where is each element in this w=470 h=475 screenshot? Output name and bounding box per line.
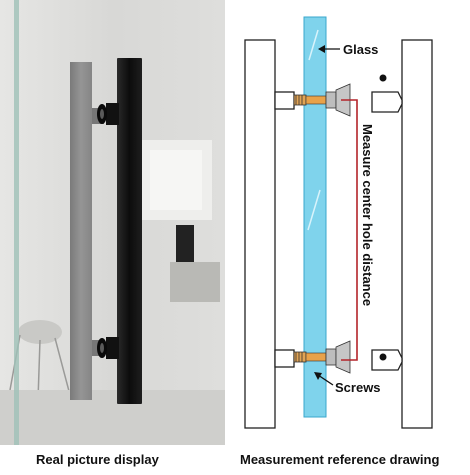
right-handle-outline (371, 39, 433, 429)
top-hole (379, 74, 387, 82)
measure-label: Measure center hole distance (360, 124, 375, 306)
screws-arrow (317, 374, 334, 386)
screws-label: Screws (335, 380, 381, 395)
real-picture-caption: Real picture display (36, 452, 159, 467)
real-photo (0, 0, 225, 445)
measurement-drawing: Glass Measure center hole distance Screw… (244, 16, 433, 429)
handle-black (97, 58, 142, 404)
measure-line (341, 99, 358, 361)
bottom-hole (379, 353, 387, 361)
left-handle-outline (244, 39, 295, 429)
glass-label: Glass (343, 42, 378, 57)
glass-panel (303, 16, 327, 418)
measurement-drawing-caption: Measurement reference drawing (240, 452, 440, 467)
bottom-screw (293, 340, 351, 374)
